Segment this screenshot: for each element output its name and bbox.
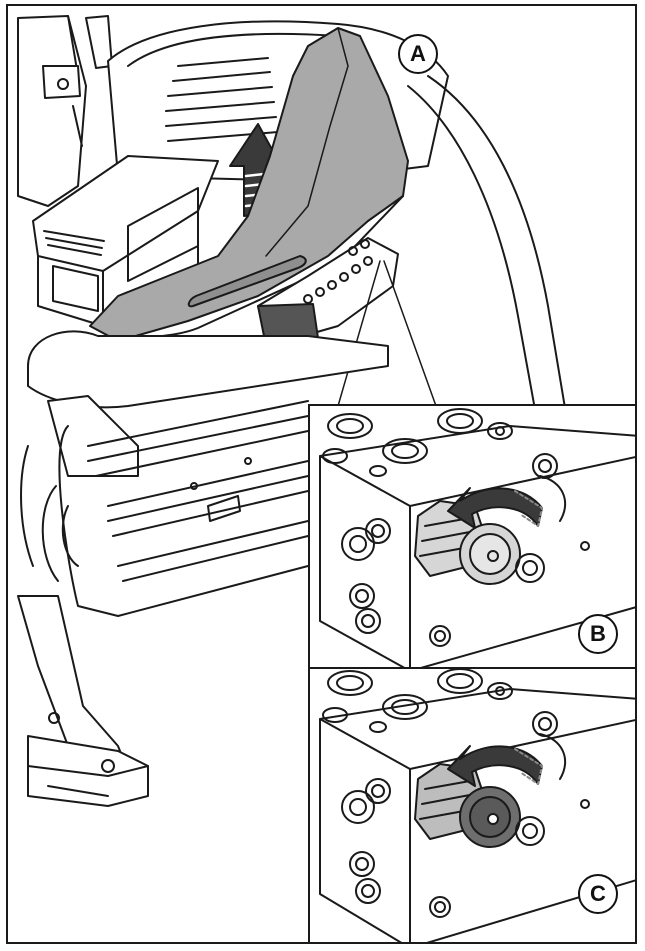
inset-detail-b <box>308 404 635 669</box>
callout-label-b: B <box>578 614 618 654</box>
callout-label-c: C <box>578 874 618 914</box>
stabilizer-leg <box>17 595 149 807</box>
inset-c-drawing <box>319 669 635 942</box>
rotate-counterclockwise-icon <box>447 487 543 529</box>
diagram-frame: A <box>6 4 637 944</box>
mast-post <box>17 15 113 207</box>
inset-b-drawing <box>319 408 635 667</box>
rotate-counterclockwise-icon <box>447 745 543 787</box>
inset-detail-c <box>308 667 635 942</box>
track-frame <box>20 330 389 617</box>
valve-knob <box>414 763 545 848</box>
callout-label-a: A <box>398 34 438 74</box>
machine-illustration <box>17 15 569 807</box>
